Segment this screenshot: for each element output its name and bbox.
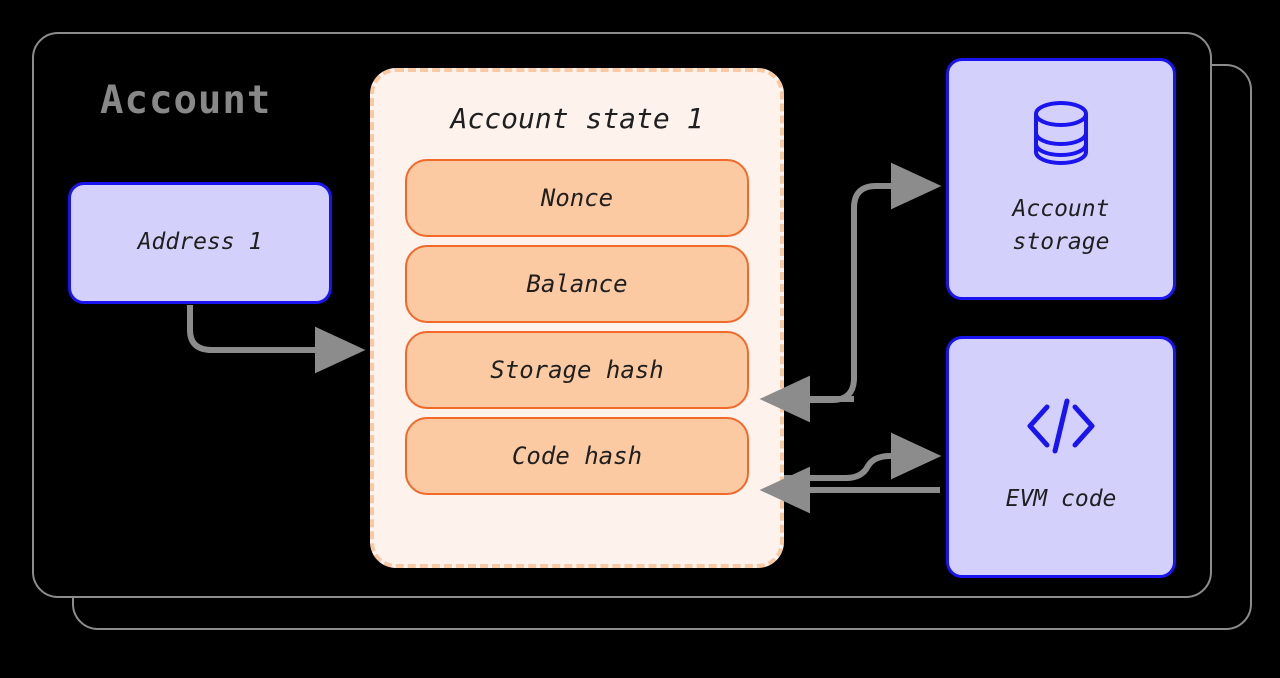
field-pill-nonce[interactable]: Nonce	[405, 159, 749, 237]
account-state-field-list: Nonce Balance Storage hash Code hash	[374, 159, 780, 495]
field-pill-balance[interactable]: Balance	[405, 245, 749, 323]
account-storage-box[interactable]: Account storage	[946, 58, 1176, 300]
field-pill-storage-hash[interactable]: Storage hash	[405, 331, 749, 409]
code-brackets-icon	[1023, 395, 1099, 457]
account-state-panel: Account state 1 Nonce Balance Storage ha…	[370, 68, 784, 568]
field-pill-code-hash[interactable]: Code hash	[405, 417, 749, 495]
account-state-title: Account state 1	[450, 102, 704, 135]
evm-code-label: EVM code	[1005, 486, 1117, 512]
address-label: Address 1	[137, 229, 263, 256]
database-icon	[1031, 99, 1091, 167]
field-label: Code hash	[511, 442, 643, 470]
account-storage-label: Account storage	[1012, 196, 1110, 256]
page-title: Account	[100, 78, 272, 123]
field-label: Storage hash	[490, 356, 664, 384]
field-label: Balance	[526, 270, 628, 298]
address-box[interactable]: Address 1	[68, 182, 332, 304]
evm-code-box[interactable]: EVM code	[946, 336, 1176, 578]
field-label: Nonce	[540, 184, 614, 212]
